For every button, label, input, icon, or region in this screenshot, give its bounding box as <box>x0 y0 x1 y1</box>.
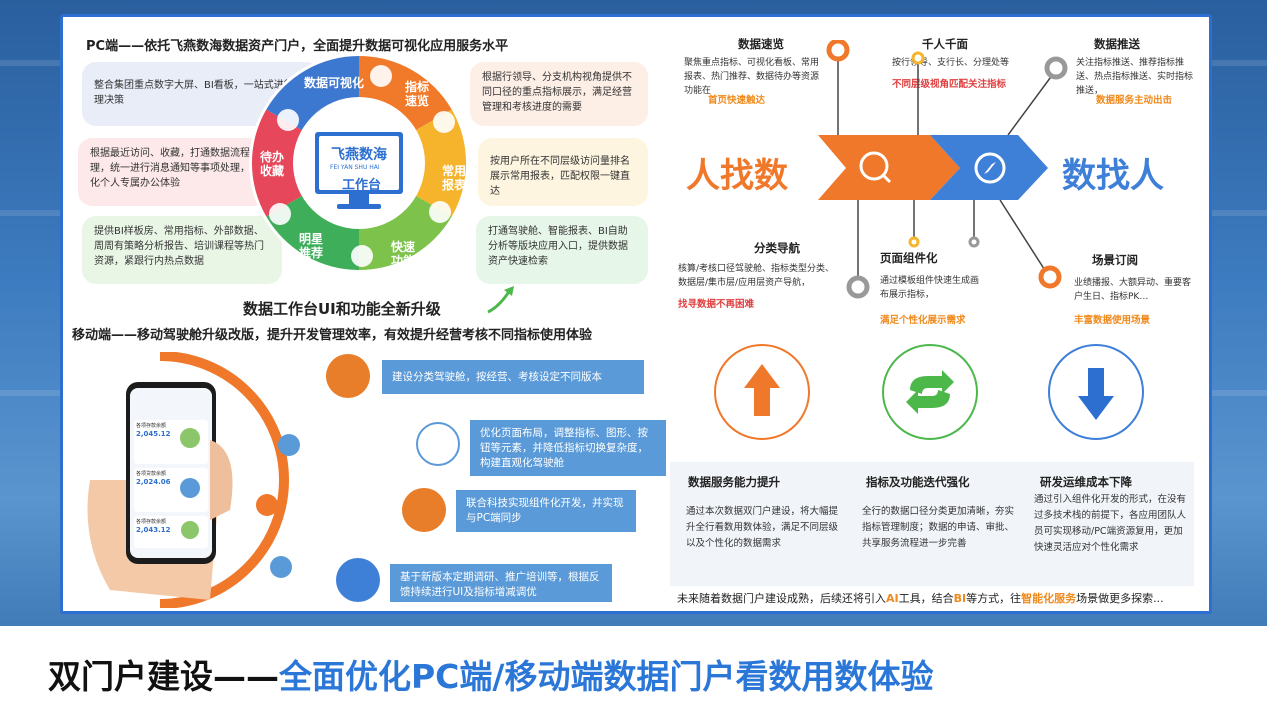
future-smart: 智能化服务 <box>1021 592 1077 605</box>
feature-desc: 核算/考核口径驾驶舱、指标类型分类、数据层/集市层/应用层资产导航， <box>678 264 835 288</box>
money-bag-icon <box>402 488 446 532</box>
feature-title: 场景订阅 <box>1092 253 1138 267</box>
mobile-arc <box>159 352 289 608</box>
mobile-item-2: 优化页面布局，调整指标、图形、按钮等元素，并降低指标切换复杂度，构建直观化驾驶舱 <box>470 420 666 476</box>
pc-box-quick: 打通驾驶舱、智能报表、BI自助分析等版块应用入口，提供数据资产快速检索 <box>476 216 648 284</box>
arrow-up-icon <box>714 344 810 440</box>
phone-card-label: 各项贷款余额 <box>136 471 167 477</box>
workbench-brand: 飞燕数海 <box>331 147 387 163</box>
pc-title: PC端——依托飞燕数海数据资产门户，全面提升数据可视化应用服务水平 <box>86 39 509 54</box>
pc-box-indicator: 根据行领导、分支机构视角提供不同口径的重点指标展示，满足经营管理和考核进度的需要 <box>470 62 648 126</box>
feature-desc: 关注指标推送、推荐指标推送、热点指标推送、实时指标推送， <box>1076 58 1194 96</box>
data-find-people: 数找人 <box>1062 156 1164 196</box>
feature-title: 千人千面 <box>922 37 968 51</box>
wheel-label-speed: 指标速览 <box>404 80 429 108</box>
refresh-icon <box>882 344 978 440</box>
bar-chart-icon <box>416 422 460 466</box>
workbench-subtitle: 数据工作台UI和功能全新升级 <box>243 300 441 318</box>
future-text: 未来随着数据门户建设成熟，后续还将引入 <box>677 592 886 605</box>
feature-desc: 聚焦重点指标、可视化看板、常用报表、热门推荐、数据待办等资源功能在 <box>684 58 820 96</box>
future-ai: AI <box>886 592 899 605</box>
feature-title: 数据推送 <box>1094 37 1140 51</box>
arrow-down-icon <box>1048 344 1144 440</box>
phone-card-value: 2,045.12 <box>136 430 171 438</box>
wheel-label-report: 常用报表 <box>441 164 466 192</box>
slide-title: 双门户建设——全面优化PC端/移动端数据门户看数用数体验 <box>48 650 933 698</box>
bottom-bar <box>0 626 1267 713</box>
feature-desc: 按行领导、支行长、分理处等 <box>892 58 1010 68</box>
future-text: 等方式，往 <box>966 592 1022 605</box>
service-person-icon <box>336 558 380 602</box>
arrow-up-right-icon <box>487 286 514 314</box>
future-outlook: 未来随着数据门户建设成熟，后续还将引入AI工具，结合BI等方式，往智能化服务场景… <box>677 590 1164 606</box>
feature-desc: 业绩播报、大额异动、重要客户生日、指标PK… <box>1074 278 1192 302</box>
phone-in-hand: 各项存款余额 2,045.12 各项贷款余额 2,024.06 各项存款余额 2… <box>70 360 310 600</box>
mobile-item-3: 联合科技实现组件化开发，并实现与PC端同步 <box>456 490 636 532</box>
mobile-dot <box>270 556 292 578</box>
workbench-label: 工作台 <box>342 178 382 193</box>
mobile-dot <box>256 494 278 516</box>
capability-desc: 通过引入组件化开发的形式，在没有过多技术栈的前提下，各应用团队人员可实现移动/P… <box>1034 494 1187 553</box>
mobile-dot <box>278 434 300 456</box>
capability-title: 数据服务能力提升 <box>688 475 780 489</box>
slide-title-main: 全面优化PC端/移动端数据门户看数用数体验 <box>279 657 934 696</box>
wheel-label-quick: 快速功能 <box>390 240 415 268</box>
money-stack-icon <box>326 354 370 398</box>
phone-card-label: 各项存款余额 <box>136 519 167 525</box>
mobile-title: 移动端——移动驾驶舱升级改版，提升开发管理效率，有效提升经营考核不同指标使用体验 <box>72 328 593 343</box>
feature-title: 页面组件化 <box>880 251 938 265</box>
feature-highlight: 首页快速触达 <box>708 95 766 106</box>
mobile-item-4: 基于新版本定期调研、推广培训等，根据反馈持续进行UI及指标增减调优 <box>390 564 612 602</box>
pc-box-report: 按用户所在不同层级访问量排名展示常用报表，匹配权限一键直达 <box>478 138 648 206</box>
pc-box-todo: 根据最近访问、收藏，打通数据流程管理，统一进行消息通知等事项处理，优化个人专属办… <box>78 138 278 206</box>
feature-highlight: 满足个性化展示需求 <box>880 315 966 326</box>
capability-desc: 全行的数据口径分类更加清晰，夯实指标管理制度；数据的申请、审批、共享服务流程进一… <box>862 506 1015 549</box>
people-find-data: 人找数 <box>686 156 788 196</box>
slide-title-prefix: 双门户建设—— <box>48 657 279 696</box>
future-text: 工具，结合 <box>898 592 954 605</box>
feature-highlight: 找寻数据不再困难 <box>678 299 755 310</box>
pc-box-recommend: 提供BI样板房、常用指标、外部数据、周周有策略分析报告、培训课程等热门资源，紧跟… <box>82 216 282 284</box>
mobile-item-1: 建设分类驾驶舱，按经营、考核设定不同版本 <box>382 360 644 394</box>
feature-title: 分类导航 <box>754 241 800 255</box>
feature-title: 数据速览 <box>738 37 784 51</box>
feature-highlight: 数据服务主动出击 <box>1096 95 1173 106</box>
wheel-label-viz: 数据可视化 <box>304 76 365 90</box>
phone-card-label: 各项存款余额 <box>136 423 167 429</box>
wheel-label-todo: 待办收藏 <box>259 150 284 178</box>
phone-card-value: 2,043.12 <box>136 526 171 534</box>
future-text: 场景做更多探索... <box>1076 592 1164 605</box>
workbench-brand-en: FEI YAN SHU HAI <box>330 164 380 171</box>
phone-card-value: 2,024.06 <box>136 478 171 486</box>
arrow-diagram <box>818 40 1068 299</box>
feature-highlight: 丰富数据使用场景 <box>1074 315 1151 326</box>
capability-title: 指标及功能迭代强化 <box>866 475 970 489</box>
feature-desc: 通过模板组件快速生成画布展示指标， <box>880 276 980 300</box>
workbench-monitor <box>315 132 403 209</box>
capability-desc: 通过本次数据双门户建设，将大幅提升全行看数用数体验，满足不同层级以及个性化的数据… <box>686 506 839 549</box>
wheel-label-recommend: 明星推荐 <box>298 232 323 260</box>
capability-box <box>670 462 1194 586</box>
future-bi: BI <box>953 592 967 605</box>
capability-title: 研发运维成本下降 <box>1040 475 1132 489</box>
feature-highlight: 不同层级视角匹配关注指标 <box>892 79 1007 90</box>
